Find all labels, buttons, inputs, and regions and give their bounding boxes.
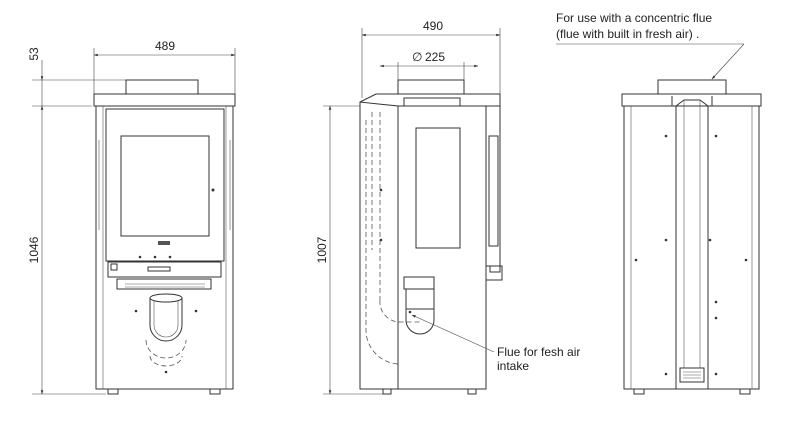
fresh-air-note: Flue for fesh air intake — [411, 314, 580, 373]
front-width-label: 489 — [155, 39, 175, 53]
side-height-label: 1007 — [315, 236, 329, 263]
flue-diameter-label: 225 — [425, 50, 445, 64]
side-depth-label: 490 — [423, 19, 443, 33]
rear-view — [621, 79, 762, 395]
diameter-symbol: ∅ — [412, 50, 422, 64]
side-depth-dimension: 490 — [361, 19, 501, 98]
concentric-flue-note: For use with a concentric flue (flue wit… — [556, 11, 745, 80]
fresh-air-note-line1: Flue for fesh air — [497, 345, 580, 359]
concentric-note-line1: For use with a concentric flue — [556, 11, 712, 25]
fresh-air-note-line2: intake — [497, 359, 529, 373]
concentric-note-line2: (flue with built in fresh air) . — [556, 27, 699, 41]
front-height-dimension: 1046 53 — [27, 47, 126, 395]
top-offset-label: 53 — [27, 47, 41, 61]
front-height-label: 1046 — [27, 236, 41, 263]
flue-diameter-dimension: ∅ 225 — [379, 50, 479, 80]
front-view — [93, 79, 236, 395]
side-height-dimension: 1007 — [315, 105, 383, 395]
side-view — [359, 79, 503, 395]
front-width-dimension: 489 — [93, 39, 236, 94]
